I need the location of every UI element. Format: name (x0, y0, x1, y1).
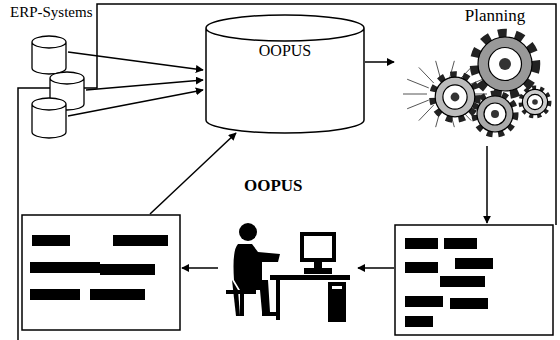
database-cylinder: OOPUS (205, 14, 365, 134)
planning-gears: Planning (395, 2, 555, 146)
database-name: OOPUS (205, 42, 365, 60)
plan-result-box (395, 225, 553, 335)
erp-databases (32, 36, 84, 138)
flow-arrow (365, 61, 394, 63)
system-frame (18, 4, 556, 340)
planning-heading: Planning (395, 6, 555, 26)
user-at-computer (226, 223, 350, 322)
system-name: OOPUS (244, 176, 303, 196)
system-label: ERP-Systems (10, 4, 93, 21)
edited-plan-box (22, 215, 180, 330)
cylinder-outline (205, 14, 365, 134)
